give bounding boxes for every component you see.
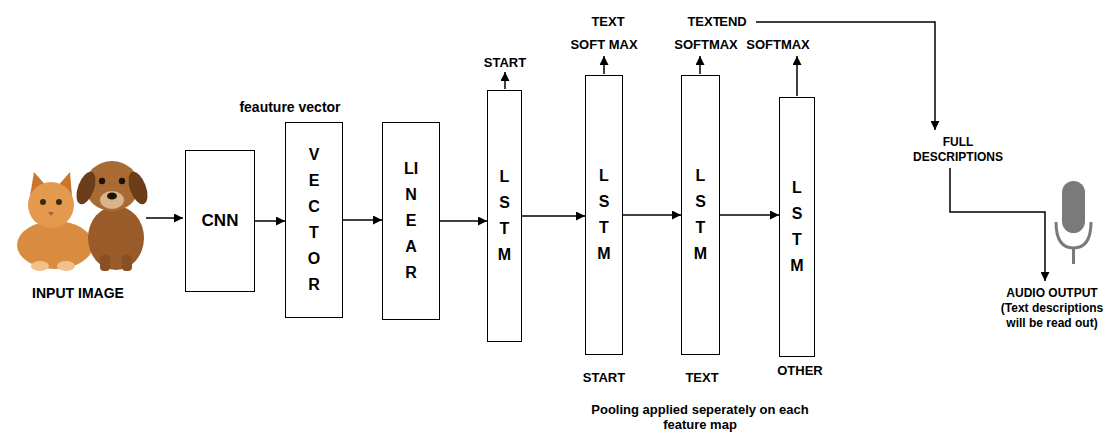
- annotation-label: END: [719, 14, 746, 29]
- output-arrow: [796, 56, 798, 96]
- box-label: LSTM: [789, 175, 805, 279]
- process-box: LSTM: [487, 90, 522, 342]
- process-box: LSTM: [779, 97, 815, 357]
- kitten-head: [28, 182, 74, 228]
- annotation-label: SOFTMAX: [746, 37, 810, 52]
- annotation-label: INPUT IMAGE: [32, 286, 124, 301]
- annotation-label: SOFT MAX: [570, 37, 637, 52]
- annotation-label: START: [484, 55, 526, 70]
- flow-arrow: [255, 220, 285, 222]
- annotation-label: AUDIO OUTPUT: [1006, 286, 1097, 301]
- microphone-stem: [1072, 248, 1075, 264]
- annotation-label: feauture vector: [239, 100, 340, 115]
- process-box: LSTM: [681, 75, 720, 355]
- annotation-label: START: [583, 370, 625, 385]
- process-box: VECTOR: [285, 122, 343, 318]
- microphone-icon: [1056, 181, 1091, 264]
- kitten-paw: [31, 261, 49, 271]
- annotation-label: FULL DESCRIPTIONS: [908, 135, 1008, 165]
- microphone-head: [1062, 181, 1085, 233]
- output-arrow: [504, 72, 506, 89]
- annotation-label: OTHER: [777, 363, 823, 378]
- flow-arrow: [440, 220, 487, 222]
- annotation-label: TEXT: [591, 14, 624, 29]
- puppy-eye: [119, 178, 125, 184]
- box-label: LSTM: [693, 163, 709, 267]
- puppy-body: [88, 206, 144, 270]
- box-label: LSTM: [497, 164, 513, 268]
- flow-arrow: [623, 214, 681, 216]
- kitten-nose: [48, 212, 54, 216]
- puppy-nose: [107, 193, 117, 200]
- annotation-label: Pooling applied seperately on each featu…: [575, 402, 825, 432]
- input-arrow: [146, 217, 183, 219]
- annotation-label: (Text descriptions will be read out): [993, 301, 1111, 331]
- audio-arrow: [950, 168, 1045, 281]
- puppy-ear: [73, 169, 100, 206]
- process-box: LINEAR: [382, 122, 440, 320]
- puppy-leg: [100, 255, 110, 271]
- puppy-leg: [122, 255, 132, 271]
- annotation-label: TEXT: [687, 14, 720, 29]
- annotation-label: SOFTMAX: [674, 37, 738, 52]
- kitten-eye: [40, 199, 46, 205]
- process-box: LSTM: [585, 75, 623, 355]
- box-label: CNN: [202, 211, 239, 231]
- kitten-paw: [57, 261, 75, 271]
- flow-arrow: [720, 214, 779, 216]
- output-arrow: [699, 56, 701, 74]
- kitten-eye: [56, 199, 62, 205]
- output-arrow: [603, 56, 605, 74]
- flow-arrow: [343, 219, 382, 221]
- kitten-body: [17, 221, 93, 269]
- box-label: LSTM: [596, 163, 612, 267]
- box-label: LINEAR: [403, 156, 419, 286]
- puppy-picture: [73, 161, 152, 271]
- annotation-label: TEXT: [685, 370, 718, 385]
- puppy-ear: [125, 169, 152, 206]
- microphone-holder: [1056, 222, 1091, 248]
- box-label: VECTOR: [306, 142, 322, 298]
- process-box: CNN: [185, 150, 255, 292]
- puppy-eye: [99, 178, 105, 184]
- puppy-muzzle: [100, 191, 124, 209]
- flow-arrow: [522, 215, 585, 217]
